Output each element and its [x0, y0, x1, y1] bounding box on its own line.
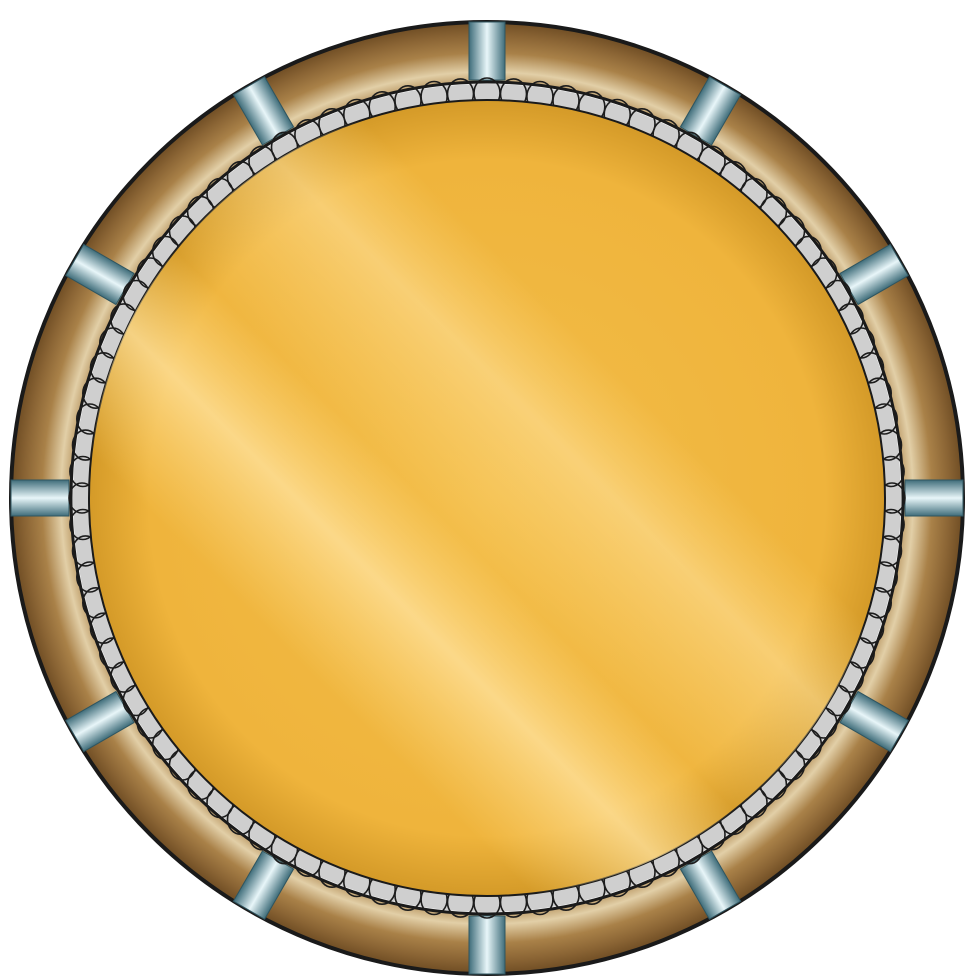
- mat-sheen: [89, 100, 885, 896]
- frame-clip: [11, 480, 69, 516]
- frame-clip: [469, 22, 505, 80]
- mat: [89, 100, 885, 896]
- frame-clip: [905, 480, 963, 516]
- frame-clip: [469, 916, 505, 974]
